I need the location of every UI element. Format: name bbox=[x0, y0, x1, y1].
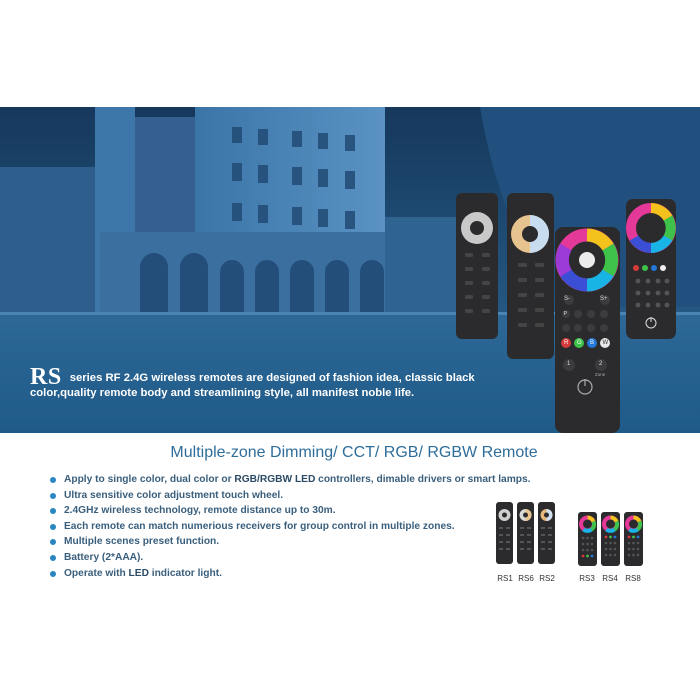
mini-remotes-left-illustration bbox=[496, 502, 555, 564]
bullet-dot-icon bbox=[50, 492, 56, 499]
series-code: RS bbox=[30, 364, 62, 390]
model-label-rs3: RS3 bbox=[579, 574, 595, 583]
key-p: P bbox=[563, 311, 568, 317]
key-w: W bbox=[602, 339, 609, 346]
feature-text-post: indicator light. bbox=[148, 567, 222, 579]
feature-item: Each remote can match numerious receiver… bbox=[50, 521, 530, 537]
feature-text-pre: 2.4GHz wireless technology, remote dista… bbox=[64, 505, 336, 517]
hero-description-text-1: series RF 2.4G wireless remotes are desi… bbox=[69, 372, 475, 384]
bullet-dot-icon bbox=[50, 523, 56, 530]
bullet-dot-icon bbox=[50, 570, 56, 577]
feature-text-pre: Each remote can match numerious receiver… bbox=[64, 520, 455, 532]
key-g: G bbox=[577, 339, 582, 346]
hero-description-line-1: RS series RF 2.4G wireless remotes are de… bbox=[30, 364, 475, 391]
model-label-rs8: RS8 bbox=[625, 574, 641, 583]
key-zone-label: Zone bbox=[595, 372, 606, 377]
remote-rs3-image bbox=[555, 227, 620, 433]
bullet-dot-icon bbox=[50, 477, 56, 483]
bullet-dot-icon bbox=[50, 539, 56, 546]
hero-banner: RS series RF 2.4G wireless remotes are de… bbox=[0, 107, 700, 433]
remote-rs2-image bbox=[507, 193, 554, 359]
remote-rs1-image bbox=[456, 193, 498, 339]
feature-text-pre: Operate with bbox=[64, 567, 129, 579]
key-s-plus: S+ bbox=[600, 296, 608, 302]
model-label-rs4: RS4 bbox=[602, 574, 618, 583]
model-label-rs2: RS2 bbox=[539, 574, 555, 583]
feature-text-pre: Battery (2*AAA). bbox=[64, 551, 144, 563]
feature-item: 2.4GHz wireless technology, remote dista… bbox=[50, 505, 530, 521]
feature-item: Ultra sensitive color adjustment touch w… bbox=[50, 490, 530, 506]
bullet-dot-icon bbox=[50, 554, 56, 561]
model-group-right: RS3 RS4 RS8 bbox=[576, 508, 644, 583]
feature-text-bold: LED bbox=[128, 567, 149, 579]
feature-text-pre: Apply to single color, dual color or bbox=[64, 474, 235, 485]
feature-item: Operate with LED indicator light. bbox=[50, 568, 530, 584]
feature-text-post: controllers, dimable drivers or smart la… bbox=[315, 474, 531, 485]
key-b: B bbox=[590, 339, 595, 346]
model-label-rs1: RS1 bbox=[497, 574, 513, 583]
feature-list: Apply to single color, dual color or RGB… bbox=[50, 474, 530, 583]
feature-item: Battery (2*AAA). bbox=[50, 552, 530, 568]
key-s-minus: S- bbox=[564, 296, 570, 302]
hero-scene-illustration bbox=[0, 107, 700, 433]
key-zone-1: 1 bbox=[567, 361, 571, 367]
model-group-left: RS1 RS6 RS2 bbox=[494, 498, 558, 583]
key-zone-2: 2 bbox=[599, 361, 603, 367]
feature-item: Multiple scenes preset function. bbox=[50, 536, 530, 552]
bullet-dot-icon bbox=[50, 508, 56, 515]
feature-text-bold: RGB/RGBW LED bbox=[234, 474, 316, 485]
hero-description-line-2: color,quality remote body and streamlini… bbox=[30, 387, 415, 399]
mini-remotes-right-illustration bbox=[578, 512, 643, 566]
section-title: Multiple-zone Dimming/ CCT/ RGB/ RGBW Re… bbox=[170, 444, 538, 461]
feature-text-pre: Ultra sensitive color adjustment touch w… bbox=[64, 489, 284, 501]
key-r: R bbox=[564, 339, 569, 346]
feature-item: Apply to single color, dual color or RGB… bbox=[50, 474, 530, 490]
feature-text-pre: Multiple scenes preset function. bbox=[64, 536, 220, 548]
remote-rs8-image bbox=[626, 199, 676, 339]
model-label-rs6: RS6 bbox=[518, 574, 534, 583]
